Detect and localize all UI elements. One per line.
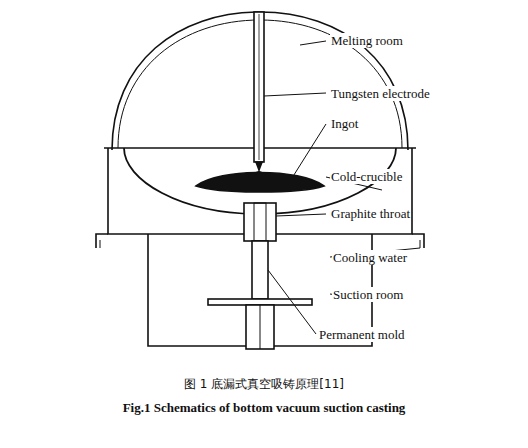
caption-english: Fig.1 Schematics of bottom vacuum suctio… (0, 400, 528, 416)
part-label: Cooling water (332, 250, 408, 265)
part-label: Graphite throat (330, 206, 411, 221)
part-label: Melting room (330, 33, 404, 48)
part-label: Permanent mold (318, 327, 406, 342)
part-label: Suction room (332, 287, 404, 302)
part-label: Cold-crucible (330, 169, 403, 184)
part-label: Tungsten electrode (330, 86, 431, 101)
figure-caption: 图 1 底漏式真空吸铸原理[11] (0, 376, 528, 393)
part-label: Ingot (330, 116, 359, 131)
